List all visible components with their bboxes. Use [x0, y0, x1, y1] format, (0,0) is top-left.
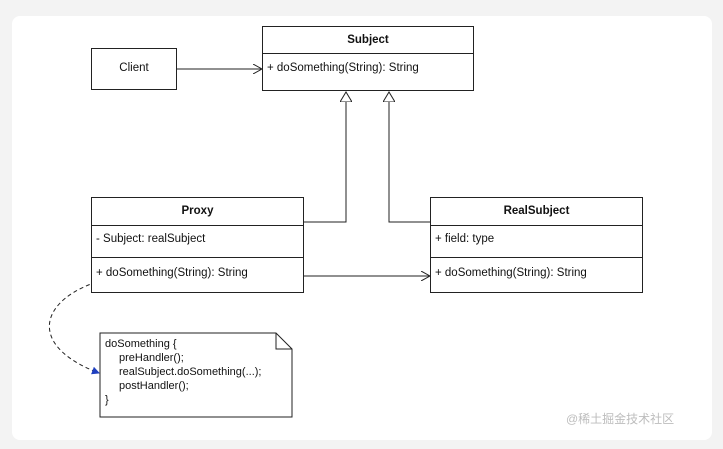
realsubject-to-subject-generalization: [389, 92, 430, 223]
realsubject-title: RealSubject: [503, 205, 570, 217]
subject-title: Subject: [347, 34, 389, 46]
proxy-title: Proxy: [181, 205, 214, 217]
proxy-to-subject-generalization: [303, 92, 346, 223]
subject-class-box: Subject + doSomething(String): String: [262, 26, 474, 91]
proxy-method: + doSomething(String): String: [96, 267, 248, 279]
note-line: preHandler();: [119, 352, 184, 364]
client-box: Client: [91, 48, 177, 90]
realsubject-method: + doSomething(String): String: [435, 267, 587, 279]
note-line: postHandler();: [119, 380, 189, 392]
watermark-text: @稀土掘金技术社区: [566, 412, 675, 426]
realsubject-field: + field: type: [435, 233, 495, 245]
note-line: realSubject.doSomething(...);: [119, 366, 262, 378]
note-fold: [275, 333, 292, 350]
note-line: doSomething {: [105, 338, 177, 350]
realsubject-class-box: RealSubject + field: type + doSomething(…: [430, 197, 643, 293]
note-connector-dashed: [49, 279, 104, 375]
note-text: doSomething { preHandler(); realSubject.…: [105, 337, 285, 407]
note-line: }: [105, 394, 109, 406]
proxy-field: - Subject: realSubject: [96, 233, 206, 245]
subject-method: + doSomething(String): String: [267, 62, 419, 74]
proxy-class-box: Proxy - Subject: realSubject + doSomethi…: [91, 197, 304, 293]
client-label: Client: [119, 62, 149, 74]
note-shape: [99, 332, 293, 418]
